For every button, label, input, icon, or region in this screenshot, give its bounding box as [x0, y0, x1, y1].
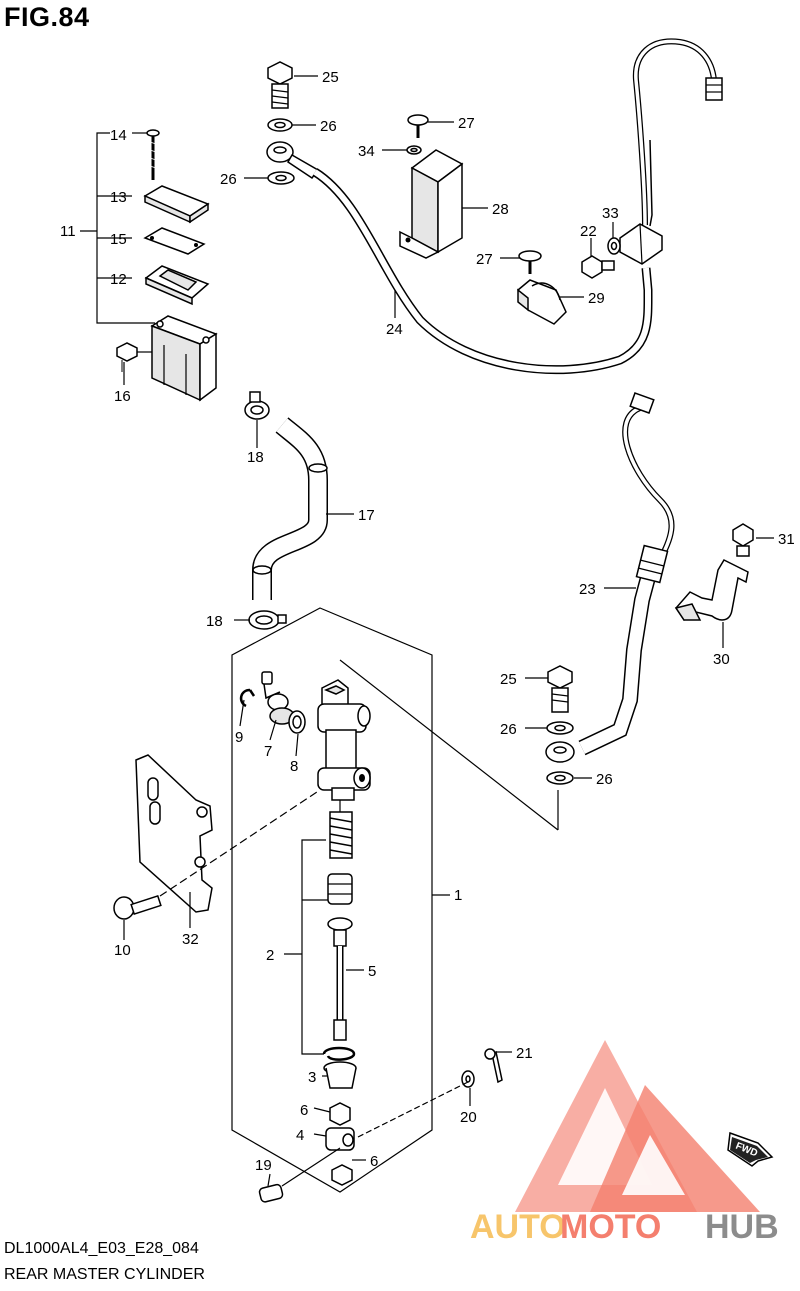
callout-27: 27 [476, 251, 493, 268]
hose-joint [619, 139, 663, 265]
callout-2: 2 [266, 947, 274, 964]
callout-12: 12 [110, 271, 127, 288]
callout-20: 20 [460, 1109, 477, 1126]
fwd-arrow: FWD [727, 1131, 774, 1167]
callout-21: 21 [516, 1045, 533, 1062]
callout-23: 23 [579, 581, 596, 598]
callout-3: 3 [308, 1069, 316, 1086]
callout-31: 31 [778, 531, 795, 548]
bolt-22 [581, 237, 621, 279]
reservoir-group [80, 129, 218, 402]
callout-34: 34 [358, 143, 375, 160]
diagram-title: REAR MASTER CYLINDER [4, 1266, 205, 1283]
callout-25: 25 [322, 69, 339, 86]
callout-17: 17 [358, 507, 375, 524]
bolt-16 [116, 342, 152, 372]
figure-title: FIG.84 [4, 2, 90, 32]
hose-clamp-29 [517, 250, 567, 325]
callout-26: 26 [596, 771, 613, 788]
callout-19: 19 [255, 1157, 272, 1174]
upper-brake-hose [266, 38, 723, 375]
watermark-moto: MOTO [560, 1208, 661, 1246]
hose-clip-18-top [244, 391, 270, 420]
callout-14: 14 [110, 127, 127, 144]
callout-10: 10 [114, 942, 131, 959]
reservoir-hose-17 [244, 391, 328, 630]
bracket-30 [674, 523, 754, 622]
callout-6: 6 [370, 1153, 378, 1170]
callout-26: 26 [220, 171, 237, 188]
callout-4: 4 [296, 1127, 304, 1144]
callout-labels: 25 26 26 27 34 28 27 29 24 22 33 14 13 1… [60, 69, 795, 1174]
callout-27: 27 [458, 115, 475, 132]
callout-18: 18 [247, 449, 264, 466]
diaphragm-12 [144, 265, 210, 306]
lower-brake-hose [545, 392, 675, 785]
model-code: DL1000AL4_E03_E28_084 [4, 1240, 199, 1257]
callout-26: 26 [320, 118, 337, 135]
master-cylinder-box [231, 607, 559, 1193]
watermark-hub: HUB [705, 1208, 779, 1246]
o-ring-8 [288, 710, 306, 734]
hose-guide-28 [399, 114, 464, 259]
bracket-2-lines [284, 839, 328, 1055]
watermark-auto: AUTO [470, 1208, 566, 1246]
callout-9: 9 [235, 729, 243, 746]
callout-18: 18 [206, 613, 223, 630]
callout-13: 13 [110, 189, 127, 206]
callout-5: 5 [368, 963, 376, 980]
callout-15: 15 [110, 231, 127, 248]
callout-24: 24 [386, 321, 403, 338]
cotter-pin-21 [484, 1048, 503, 1084]
circlip-9 [239, 688, 256, 708]
reservoir-body [150, 315, 218, 402]
callout-22: 22 [580, 223, 597, 240]
leader-lines [123, 75, 774, 1187]
callout-33: 33 [602, 205, 619, 222]
reservoir-cap-13 [143, 185, 210, 224]
callout-26: 26 [500, 721, 517, 738]
callout-8: 8 [290, 758, 298, 775]
callout-6: 6 [300, 1102, 308, 1119]
callout-28: 28 [492, 201, 509, 218]
callout-25: 25 [500, 671, 517, 688]
watermark-logo: AUTO MOTO HUB [470, 1040, 779, 1246]
screw-14 [146, 129, 160, 180]
callout-7: 7 [264, 743, 272, 760]
callout-29: 29 [588, 290, 605, 307]
callout-1: 1 [454, 887, 462, 904]
connector-7 [261, 671, 295, 725]
callout-16: 16 [114, 388, 131, 405]
callout-11: 11 [60, 223, 76, 240]
callout-30: 30 [713, 651, 730, 668]
master-cylinder-body [317, 679, 371, 801]
hose-clip-18-bottom [248, 610, 287, 630]
callout-32: 32 [182, 931, 199, 948]
piston-assembly [258, 800, 357, 1203]
diaphragm-plate-15 [143, 227, 206, 255]
bolt-10 [113, 894, 162, 920]
mounting-plate-32 [135, 754, 213, 913]
